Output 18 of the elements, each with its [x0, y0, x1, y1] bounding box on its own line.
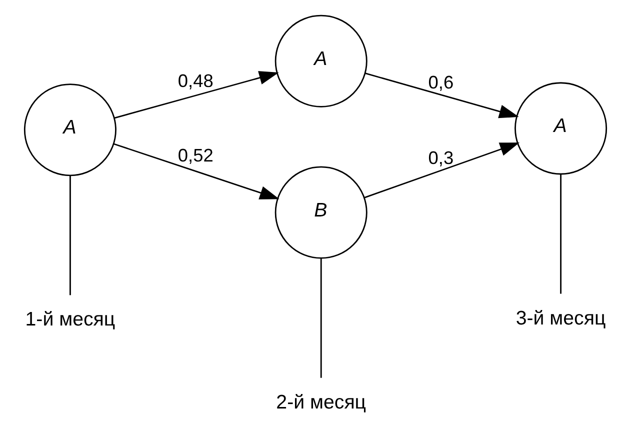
connector: [560, 174, 562, 294]
node-text: 1-й месяц: [25, 308, 116, 331]
node-circle: A: [514, 82, 608, 175]
edge-label: 0,48: [178, 70, 214, 91]
arrow: [113, 143, 280, 200]
node-text: 2-й месяц: [276, 391, 366, 414]
edge-label: 0,6: [428, 72, 454, 92]
node-circle: A: [274, 14, 368, 108]
arrow: [114, 71, 279, 119]
node-circle: A: [24, 84, 116, 176]
edge-label: 0,52: [178, 145, 214, 166]
arrow: [364, 142, 520, 198]
arrow: [365, 72, 519, 118]
node-circle: B: [274, 166, 368, 259]
connector: [70, 176, 71, 296]
node-text: 3-й месяц: [516, 307, 606, 330]
edge-label: 0,3: [428, 148, 454, 168]
connector: [320, 258, 322, 378]
